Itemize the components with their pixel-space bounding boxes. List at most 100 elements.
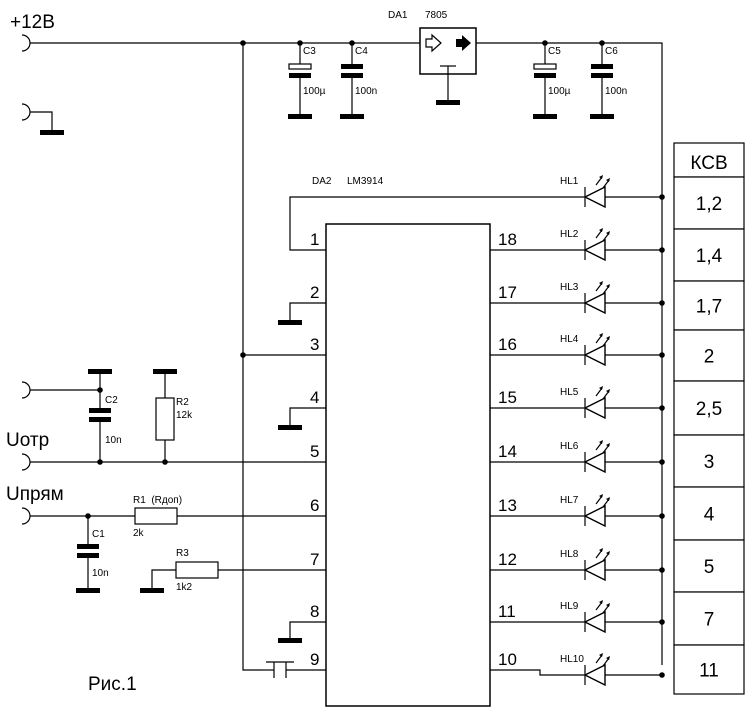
capacitor-c2: C2 10n xyxy=(88,369,122,462)
resistor-r3: R3 1k2 xyxy=(140,548,219,593)
svg-text:10n: 10n xyxy=(92,568,109,579)
swr-value: 3 xyxy=(704,452,715,473)
led-label: HL8 xyxy=(560,549,579,560)
regulator-7805: DA1 7805 xyxy=(388,10,477,105)
swr-value: 4 xyxy=(704,505,715,526)
led-label: HL4 xyxy=(560,334,579,345)
led-7: HL7 xyxy=(490,494,665,528)
right-pin-number: 16 xyxy=(498,335,517,354)
led-label: HL1 xyxy=(560,176,579,187)
pin2-ground xyxy=(278,320,302,325)
swr-value: 1,2 xyxy=(696,194,722,215)
led-label: HL6 xyxy=(560,441,579,452)
right-pin-number: 15 xyxy=(498,388,517,407)
led-label: HL9 xyxy=(560,601,579,612)
reflected-input-terminal[interactable] xyxy=(21,453,31,471)
led-1: HL1 xyxy=(560,175,665,209)
swr-header: КСВ xyxy=(690,153,727,174)
led-label: HL5 xyxy=(560,387,579,398)
svg-text:LM3914: LM3914 xyxy=(347,176,384,187)
left-pin-number: 5 xyxy=(310,442,319,461)
led-label: HL2 xyxy=(560,229,579,240)
led-10: HL10 xyxy=(490,653,665,687)
svg-text:100µ: 100µ xyxy=(303,86,326,97)
svg-text:C1: C1 xyxy=(92,529,105,540)
swr-table: КСВ 1,2 1,4 1,7 2 2,5 3 4 5 7 11 xyxy=(673,142,745,695)
resistor-r2: R2 12k xyxy=(153,369,193,462)
led-label: HL3 xyxy=(560,282,579,293)
right-pin-number: 10 xyxy=(498,650,517,669)
right-pin-number: 12 xyxy=(498,550,517,569)
led-6: HL6 xyxy=(490,440,665,474)
led-2: HL2 xyxy=(490,228,665,262)
swr-value: 7 xyxy=(704,610,715,631)
svg-text:7805: 7805 xyxy=(425,10,448,21)
svg-text:10n: 10n xyxy=(105,435,122,446)
svg-text:DA2: DA2 xyxy=(312,176,332,187)
svg-text:C4: C4 xyxy=(355,46,368,57)
left-pin-number: 9 xyxy=(310,650,319,669)
led-5: HL5 xyxy=(490,386,665,420)
right-pin-number: 11 xyxy=(498,602,516,621)
swr-value: 2 xyxy=(704,347,715,368)
swr-cell xyxy=(673,228,745,282)
svg-text:100n: 100n xyxy=(605,86,627,97)
led-8: HL8 xyxy=(490,548,665,582)
led-4: HL4 xyxy=(490,333,665,367)
svg-text:R3: R3 xyxy=(176,548,189,559)
pin4-ground xyxy=(278,425,302,430)
led-3: HL3 xyxy=(490,281,665,315)
ground-terminal xyxy=(21,103,31,121)
forward-input-label: Uпрям xyxy=(6,484,64,505)
swr-value: 2,5 xyxy=(696,399,722,420)
swr-value: 11 xyxy=(699,661,719,682)
figure-caption: Рис.1 xyxy=(88,674,137,695)
swr-cell xyxy=(673,644,745,695)
swr-value: 1,4 xyxy=(696,246,723,267)
capacitor-c3: C3 100µ xyxy=(288,43,326,119)
led-label: HL10 xyxy=(560,654,584,665)
svg-text:100µ: 100µ xyxy=(548,86,571,97)
supply-terminal xyxy=(21,34,31,52)
left-pin-number: 1 xyxy=(310,230,319,249)
left-pin-number: 7 xyxy=(310,550,319,569)
swr-cell xyxy=(673,539,745,593)
left-pin-number: 3 xyxy=(310,335,319,354)
led-9: HL9 xyxy=(490,600,665,634)
left-pin-number: 4 xyxy=(310,388,319,407)
forward-input-terminal[interactable] xyxy=(21,507,31,525)
swr-cell xyxy=(673,280,745,331)
svg-text:DA1: DA1 xyxy=(388,10,408,21)
svg-text:1k2: 1k2 xyxy=(176,582,193,593)
svg-text:100n: 100n xyxy=(355,86,377,97)
left-pin-number: 6 xyxy=(310,496,319,515)
resistor-r1: R1 (Rдоп) 2k xyxy=(133,495,182,539)
reflected-aux-terminal xyxy=(21,381,31,399)
capacitor-c4: C4 100n xyxy=(340,43,377,119)
swr-value: 5 xyxy=(704,557,715,578)
capacitor-c6: C6 100n xyxy=(590,43,627,119)
swr-cell xyxy=(673,591,745,646)
svg-text:R2: R2 xyxy=(176,397,189,408)
svg-text:C3: C3 xyxy=(303,46,316,57)
svg-text:C6: C6 xyxy=(605,46,618,57)
right-pin-number: 14 xyxy=(498,442,517,461)
left-pin-number: 8 xyxy=(310,602,319,621)
svg-text:12k: 12k xyxy=(176,410,193,421)
pin9-jumper xyxy=(262,661,326,678)
pin1-wire xyxy=(289,196,585,251)
svg-text:C5: C5 xyxy=(548,46,561,57)
swr-cell xyxy=(673,380,745,436)
svg-text:C2: C2 xyxy=(105,395,118,406)
ic-lm3914: DA2 LM3914 xyxy=(312,176,491,707)
swr-cell xyxy=(673,176,745,230)
supply-bus xyxy=(242,43,262,671)
svg-text:2k: 2k xyxy=(133,528,145,539)
left-pin-number: 2 xyxy=(310,283,319,302)
capacitor-c1: C1 10n xyxy=(76,516,109,593)
swr-value: 1,7 xyxy=(696,297,722,318)
capacitor-c5: C5 100µ xyxy=(533,43,571,119)
